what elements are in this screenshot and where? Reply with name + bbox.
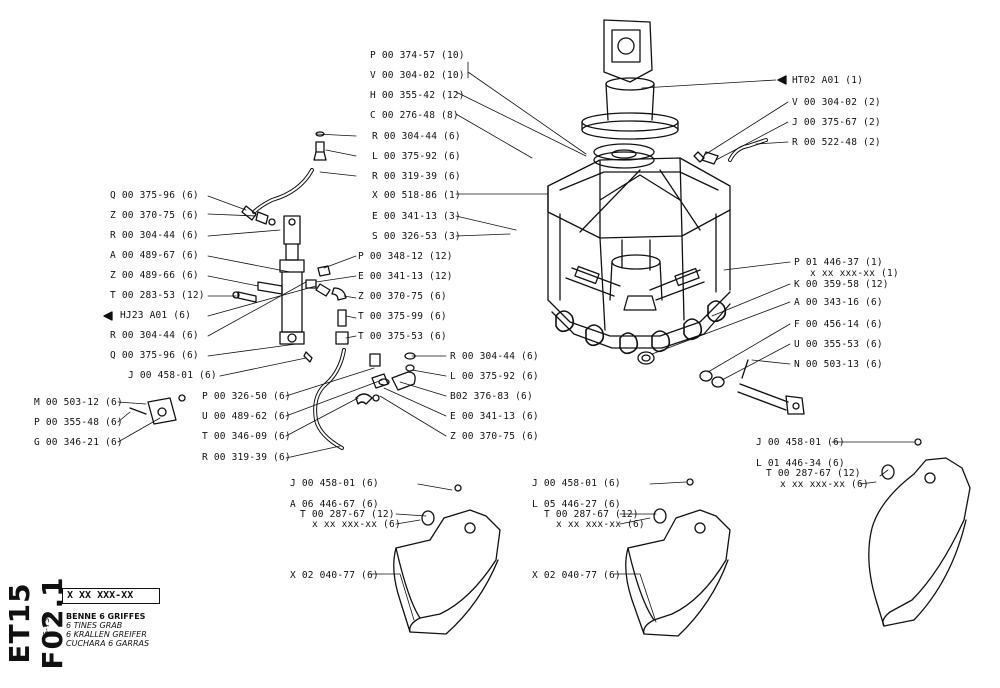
title-block: X XX XXX-XX BENNE 6 GRIFFES 6 TINES GRAB…: [62, 588, 160, 654]
label-b0237683: B02 376-83 (6): [450, 391, 533, 402]
title-en: 6 TINES GRAB: [66, 621, 123, 630]
label-a0048967: A 00 489-67 (6): [110, 250, 199, 261]
label-t0034609: T 00 346-09 (6): [202, 431, 291, 442]
label-x0051886: X 00 518-86 (1): [372, 190, 461, 201]
label-z0037075a: Z 00 370-75 (6): [110, 210, 199, 221]
label-a0034316: A 00 343-16 (6): [794, 297, 883, 308]
label-j0037567: J 00 375-67 (2): [792, 117, 881, 128]
label-j0045801d: J 00 458-01 (6): [532, 478, 621, 489]
label-r0052248: R 00 522-48 (2): [792, 137, 881, 148]
label-t0028353: T 00 283-53 (12): [110, 290, 205, 301]
label-t0028767c: T 00 287-67 (12): [544, 509, 639, 520]
label-xxx6a: x xx xxx-xx (6): [780, 479, 869, 490]
label-p0144637: P 01 446-37 (1): [794, 257, 883, 268]
label-t0028767a: T 00 287-67 (12): [766, 468, 861, 479]
sheet-code: ET15 F02.1: [3, 538, 69, 678]
right-fittings-drawing: [637, 138, 805, 415]
label-r0030444b: R 00 304-44 (6): [110, 230, 199, 241]
leader-lines: [117, 61, 915, 623]
label-q0037596b: Q 00 375-96 (6): [110, 350, 199, 361]
label-ht02: HT02 A01 (1): [792, 75, 864, 86]
tines-drawing: [393, 438, 971, 637]
label-xxx6b: x xx xxx-xx (6): [312, 519, 401, 530]
label-hj23: HJ23 A01 (6): [120, 310, 192, 321]
label-v0030402b: V 00 304-02 (2): [792, 97, 881, 108]
label-t0037553: T 00 375-53 (6): [358, 331, 447, 342]
label-v0030402a: V 00 304-02 (10): [370, 70, 465, 81]
label-t0037599: T 00 375-99 (6): [358, 311, 447, 322]
label-r0030444d: R 00 304-44 (6): [450, 351, 539, 362]
label-x0204077b: X 02 040-77 (6): [532, 570, 621, 581]
label-p0037457: P 00 374-57 (10): [370, 50, 465, 61]
label-x0204077a: X 02 040-77 (6): [290, 570, 379, 581]
label-z0037075c: Z 00 370-75 (6): [450, 431, 539, 442]
label-q0037596a: Q 00 375-96 (6): [110, 190, 199, 201]
label-e0034113c: E 00 341-13 (6): [450, 411, 539, 422]
label-r0031939b: R 00 319-39 (6): [202, 452, 291, 463]
label-a0644667: A 06 446-67 (6): [290, 499, 379, 510]
label-j0045801b: J 00 458-01 (6): [756, 437, 845, 448]
label-r0030444a: R 00 304-44 (6): [372, 131, 461, 142]
title-de: 6 KRALLEN GREIFER: [66, 630, 147, 639]
arrow-hj23: [103, 311, 113, 321]
label-u0048962: U 00 489-62 (6): [202, 411, 291, 422]
label-n0050313: N 00 503-13 (6): [794, 359, 883, 370]
reference-box: X XX XXX-XX: [62, 588, 160, 604]
label-u0035553: U 00 355-53 (6): [794, 339, 883, 350]
label-e0034113b: E 00 341-13 (12): [358, 271, 453, 282]
label-j0045801a: J 00 458-01 (6): [128, 370, 217, 381]
label-xxx6c: x xx xxx-xx (6): [556, 519, 645, 530]
label-g0034621: G 00 346-21 (6): [34, 437, 123, 448]
label-r0030444c: R 00 304-44 (6): [110, 330, 199, 341]
cylinder-assembly-drawing: [129, 131, 416, 450]
label-e0034113a: E 00 341-13 (3): [372, 211, 461, 222]
label-t0028767b: T 00 287-67 (12): [300, 509, 395, 520]
label-z0048966: Z 00 489-66 (6): [110, 270, 199, 281]
label-f0045614: F 00 456-14 (6): [794, 319, 883, 330]
label-p0035548: P 00 355-48 (6): [34, 417, 123, 428]
label-p0032650: P 00 326-50 (6): [202, 391, 291, 402]
title-fr: BENNE 6 GRIFFES: [66, 612, 146, 621]
label-m0050312: M 00 503-12 (6): [34, 397, 123, 408]
label-j0045801c: J 00 458-01 (6): [290, 478, 379, 489]
label-k0035958: K 00 359-58 (12): [794, 279, 889, 290]
label-xxx1: x xx xxx-xx (1): [810, 268, 899, 279]
label-r0031939a: R 00 319-39 (6): [372, 171, 461, 182]
label-c0027648: C 00 276-48 (8): [370, 110, 459, 121]
sheet-date: 6-73: [42, 617, 51, 636]
title-es: CUCHARA 6 GARRAS: [66, 639, 150, 648]
label-p0034812: P 00 348-12 (12): [358, 251, 453, 262]
label-l0037592b: L 00 375-92 (6): [450, 371, 539, 382]
label-l0144634: L 01 446-34 (6): [756, 458, 845, 469]
label-z0037075b: Z 00 370-75 (6): [358, 291, 447, 302]
grab-body-drawing: [547, 19, 731, 355]
arrow-ht02: [777, 75, 787, 85]
label-l0544627: L 05 446-27 (6): [532, 499, 621, 510]
label-h0035542: H 00 355-42 (12): [370, 90, 465, 101]
label-s0032653: S 00 326-53 (3): [372, 231, 461, 242]
label-l0037592a: L 00 375-92 (6): [372, 151, 461, 162]
sheet-code-text: ET15 F02.1: [3, 576, 69, 670]
